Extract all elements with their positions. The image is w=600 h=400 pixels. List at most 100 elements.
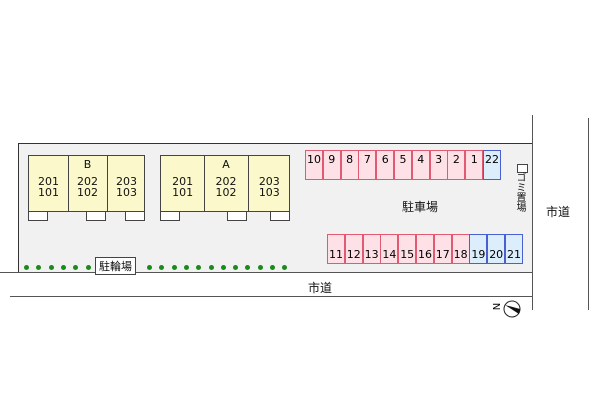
parking-number: 10 — [307, 153, 321, 166]
parking-space-6: 6 — [376, 150, 395, 180]
hedge-dot — [147, 265, 152, 270]
parking-number: 2 — [452, 153, 460, 166]
parking-space-9: 9 — [322, 150, 341, 180]
parking-number: 16 — [418, 248, 432, 261]
parking-space-2: 2 — [447, 150, 466, 180]
hedge-dot — [196, 265, 202, 270]
unit-divider — [29, 156, 69, 211]
entrance-step — [226, 211, 247, 221]
parking-number: 6 — [381, 153, 389, 166]
parking-number: 22 — [485, 153, 499, 166]
parking-number: 1 — [470, 153, 478, 166]
parking-number: 14 — [382, 248, 397, 261]
parking-space-3: 3 — [429, 150, 448, 180]
hedge-dot — [220, 265, 226, 270]
hedge-dot — [60, 265, 66, 270]
hedge-dot — [208, 265, 214, 270]
entrance-step — [125, 211, 145, 221]
parking-number: 17 — [435, 248, 450, 261]
parking-number: 7 — [363, 153, 371, 166]
hedge-dot — [48, 265, 54, 270]
parking-number: 4 — [417, 153, 425, 166]
unit-lower: 101 — [172, 186, 194, 199]
unit-divider — [161, 156, 249, 211]
road-edge — [0, 272, 533, 273]
parking-number: 15 — [400, 248, 415, 261]
parking-space-20: 20 — [487, 234, 506, 264]
building-name: B — [83, 158, 92, 171]
parking-number: 12 — [346, 248, 361, 261]
unit-lower: 102 — [215, 186, 237, 199]
unit-lower: 103 — [116, 186, 137, 199]
road-bottom-label: 市道 — [308, 281, 333, 295]
bicycle-parking-label: 駐輪場 — [95, 257, 136, 275]
north-compass-icon: N — [492, 299, 524, 319]
garbage-label: ゴミ置場 — [514, 172, 525, 212]
parking-space-19: 19 — [469, 234, 488, 264]
unit-upper: 201 — [38, 175, 59, 188]
entrance-step — [270, 211, 290, 221]
parking-space-16: 16 — [416, 234, 434, 264]
hedge-dot — [171, 265, 177, 270]
hedge-dot — [233, 265, 239, 270]
parking-number: 9 — [328, 153, 336, 166]
parking-number: 3 — [435, 153, 443, 166]
road-edge — [10, 296, 533, 297]
parking-label: 駐車場 — [402, 200, 439, 214]
parking-space-15: 15 — [398, 234, 417, 264]
parking-number: 11 — [329, 248, 343, 261]
parking-space-7: 7 — [358, 150, 377, 180]
parking-space-13: 13 — [362, 234, 381, 264]
road-right-label: 市道 — [546, 205, 571, 219]
unit-upper: 202 — [215, 175, 237, 188]
parking-space-10: 10 — [305, 150, 323, 180]
parking-space-8: 8 — [340, 150, 359, 180]
parking-space-12: 12 — [344, 234, 363, 264]
unit-lower: 103 — [258, 186, 280, 199]
hedge-dot — [159, 265, 165, 270]
parking-space-11: 11 — [327, 234, 345, 264]
parking-space-5: 5 — [394, 150, 412, 180]
building-name: A — [222, 158, 230, 171]
unit-upper: 203 — [258, 175, 280, 188]
entrance-step — [160, 211, 180, 221]
parking-space-17: 17 — [433, 234, 452, 264]
parking-number: 5 — [399, 153, 407, 166]
unit-lower: 101 — [38, 186, 59, 199]
entrance-step — [86, 211, 106, 221]
hedge-dot — [73, 265, 79, 270]
parking-space-14: 14 — [380, 234, 399, 264]
hedge-dot — [85, 265, 91, 270]
parking-space-18: 18 — [451, 234, 470, 264]
road-edge — [588, 118, 589, 310]
hedge-dot — [36, 265, 42, 270]
hedge-dot — [270, 265, 275, 270]
unit-upper: 202 — [77, 175, 98, 188]
parking-number: 8 — [346, 153, 354, 166]
parking-number: 13 — [364, 248, 379, 261]
entrance-step — [28, 211, 48, 221]
hedge-dot — [24, 265, 29, 270]
unit-lower: 102 — [77, 186, 98, 199]
garbage-box — [517, 164, 528, 173]
unit-upper: 201 — [172, 175, 194, 188]
parking-number: 20 — [489, 248, 504, 261]
parking-space-21: 21 — [505, 234, 523, 264]
hedge-dot — [183, 265, 189, 270]
hedge-dot — [245, 265, 251, 270]
parking-space-22: 22 — [483, 150, 501, 180]
unit-upper: 203 — [116, 175, 137, 188]
parking-number: 19 — [471, 248, 486, 261]
parking-space-1: 1 — [465, 150, 484, 180]
road-edge — [532, 115, 533, 310]
hedge-dot — [282, 265, 288, 270]
parking-space-4: 4 — [411, 150, 430, 180]
